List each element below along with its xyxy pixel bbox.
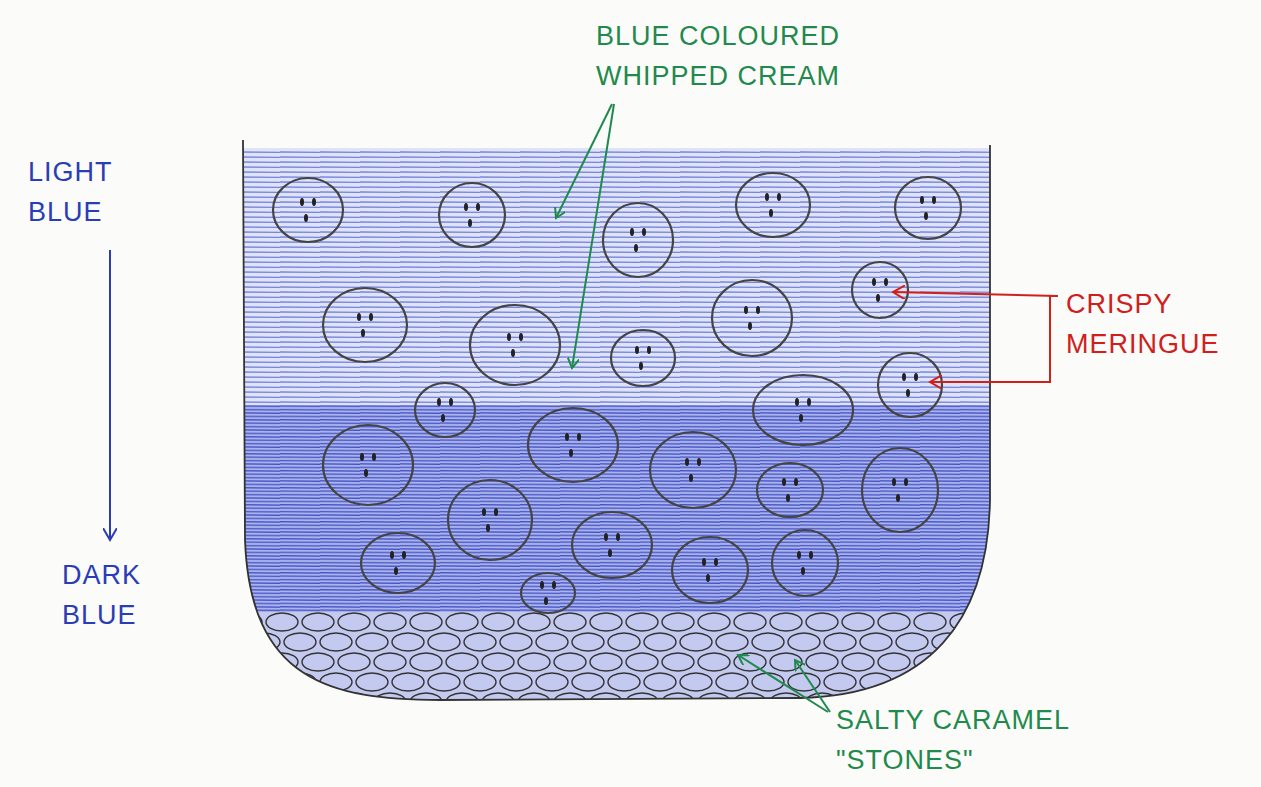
- caramel-label: SALTY CARAMEL "STONES": [836, 700, 1086, 780]
- meringue-dots: [300, 193, 936, 605]
- gradient-top-label: LIGHT BLUE: [28, 152, 168, 232]
- gradient-bottom-label: DARK BLUE: [62, 555, 202, 635]
- meringues: [273, 173, 961, 613]
- meringue-label: CRISPY MERINGUE: [1066, 284, 1251, 364]
- bowl-outline: [243, 140, 990, 700]
- leader-lines: [110, 104, 1058, 712]
- whipped-cream: [240, 148, 1000, 712]
- cream-label: BLUE COLOURED WHIPPED CREAM: [596, 16, 936, 96]
